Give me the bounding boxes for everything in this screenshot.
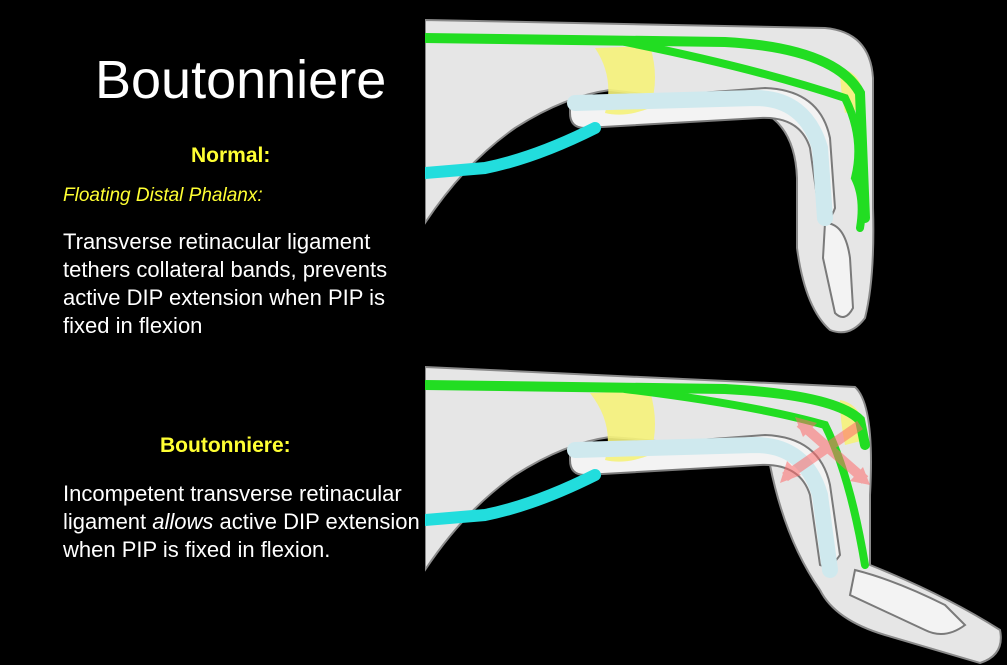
boutonniere-description-start: Incompetent transverse retinacular ligam…: [63, 481, 402, 534]
lateral-band: [621, 38, 866, 232]
boutonniere-description: Incompetent transverse retinacular ligam…: [63, 480, 423, 564]
slide-title: Boutonniere: [95, 50, 387, 110]
boutonniere-description-emphasis: allows: [152, 509, 214, 534]
volar-plate: [567, 89, 833, 226]
lateral-band: [621, 385, 869, 569]
boutonniere-finger-illustration: [425, 365, 1002, 665]
extensor-central-slip: [425, 33, 870, 223]
extensor-central-slip: [425, 380, 870, 450]
distal-phalanx-bone: [821, 221, 855, 318]
flexor-tendon: [425, 122, 601, 179]
normal-subheading: Floating Distal Phalanx:: [63, 185, 263, 206]
normal-finger-illustration: [425, 18, 875, 334]
double-arrow-icon: [780, 417, 870, 485]
normal-heading: Normal:: [191, 144, 271, 167]
boutonniere-description-end: active DIP extension when PIP is fixed i…: [63, 509, 420, 562]
volar-plate: [567, 436, 838, 578]
boutonniere-heading: Boutonniere:: [160, 434, 291, 457]
normal-description: Transverse retinacular ligament tethers …: [63, 229, 388, 338]
flexor-tendon: [425, 469, 601, 526]
distal-phalanx-bone: [848, 568, 967, 635]
